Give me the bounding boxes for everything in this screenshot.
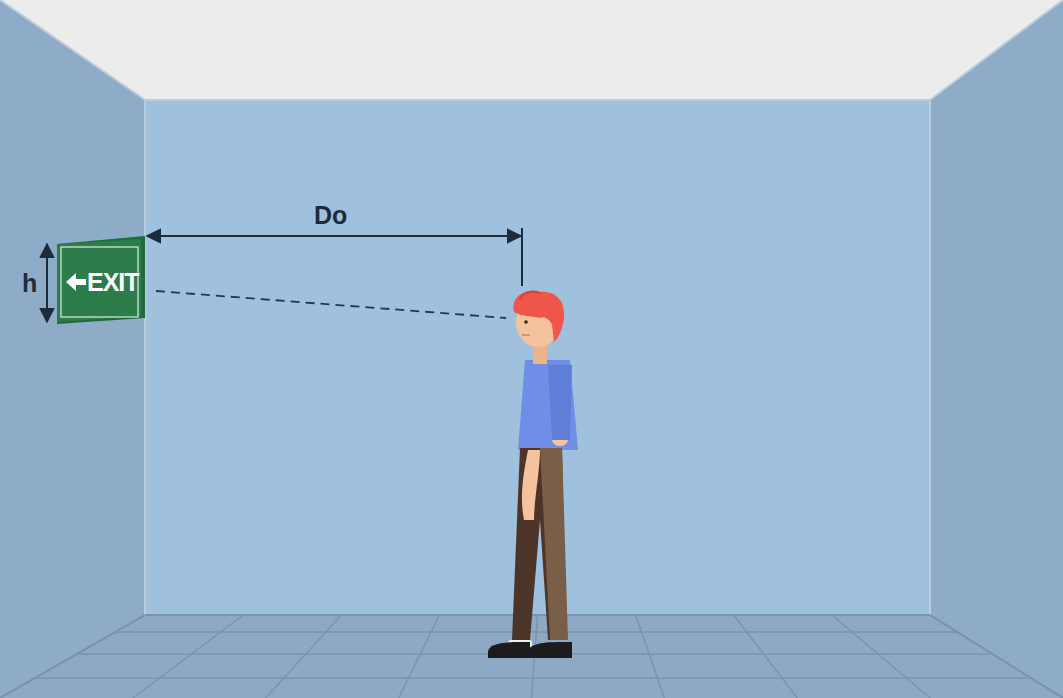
person-figure: [488, 291, 578, 658]
ceiling: [0, 0, 1063, 100]
distance-dimension: [147, 235, 521, 237]
floor: [0, 615, 1063, 698]
extension-line: [521, 228, 523, 286]
exit-sign-side: [57, 236, 145, 324]
distance-label: Do: [314, 203, 347, 228]
right-wall: [930, 0, 1063, 698]
height-label: h: [22, 271, 37, 296]
exit-sign-border: [61, 247, 138, 317]
floor-tiles: [0, 615, 1063, 698]
exit-sign-face: [57, 239, 141, 322]
exit-sign: EXIT: [57, 244, 141, 320]
left-wall: [0, 0, 145, 698]
height-dimension: [46, 244, 48, 322]
exit-arrow-symbol: [66, 273, 86, 291]
sign-text: EXIT: [87, 270, 139, 295]
sight-line: [156, 291, 506, 318]
